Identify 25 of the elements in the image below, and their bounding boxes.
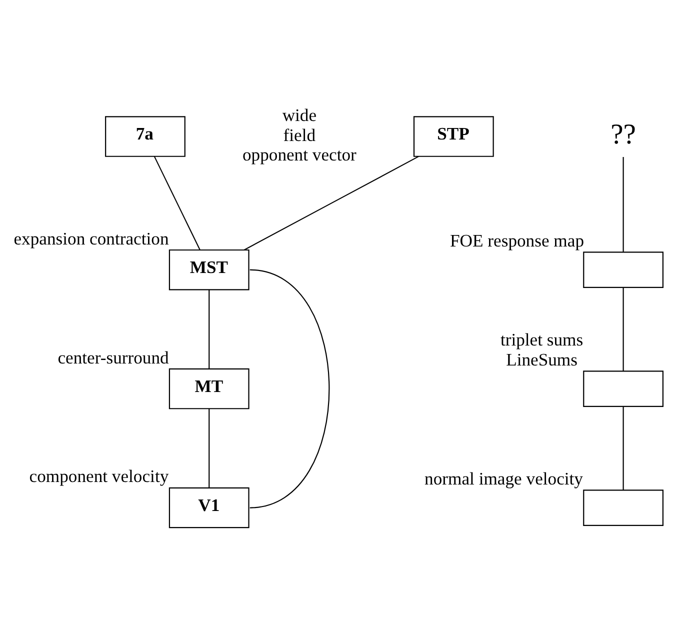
node-label: FOE response map [450,230,584,250]
node-box: MT [168,368,250,409]
label: wide field opponent vector [242,104,356,164]
node-box: MST [168,248,250,290]
node-text: ?? [610,118,636,150]
node-label: expansion contraction [14,228,169,248]
connector [208,289,210,368]
connector [622,156,624,252]
node-label: triplet sums [500,329,584,350]
connector [250,268,330,508]
connector [154,156,200,250]
node-label: component velocity [29,466,169,486]
connector [244,155,419,250]
node-box [583,370,664,406]
connector [208,408,210,488]
node-box: 7a [105,116,186,156]
node-box: STP [413,116,494,156]
node-label: normal image velocity [424,468,583,488]
node-box: V1 [168,486,250,528]
node-label: LineSums [506,348,578,369]
node-box [583,251,664,288]
connector [622,406,624,490]
node-label: center-surround [58,346,169,367]
connector [622,287,624,370]
node-box [583,489,664,526]
